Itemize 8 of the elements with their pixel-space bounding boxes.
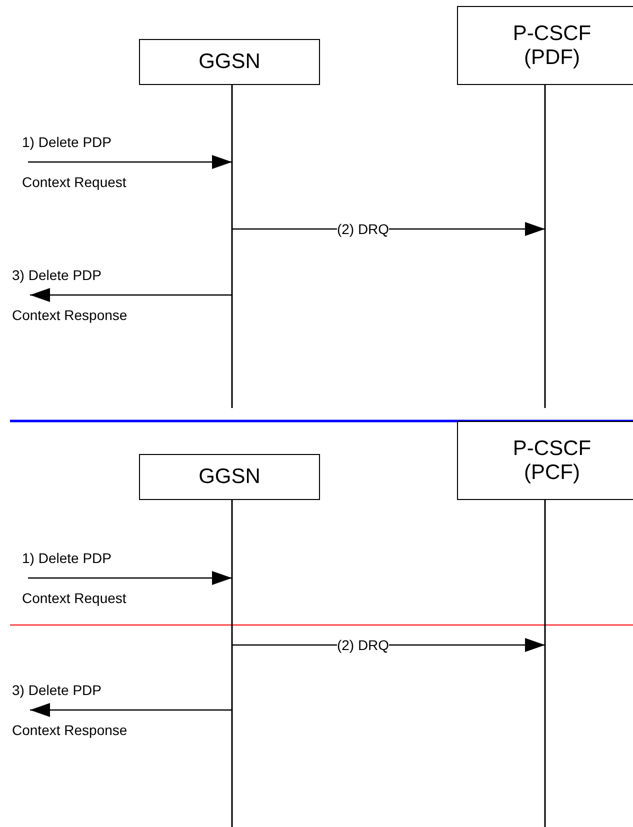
participant-box: GGSN [139,454,320,500]
participant-box: P-CSCF (PCF) [457,421,633,500]
participant-box: GGSN [139,39,320,85]
message-arrow [30,703,232,717]
message-arrow [28,571,232,585]
message-arrow [30,288,232,302]
message-arrow [28,155,232,169]
participant-box: P-CSCF (PDF) [457,6,633,85]
